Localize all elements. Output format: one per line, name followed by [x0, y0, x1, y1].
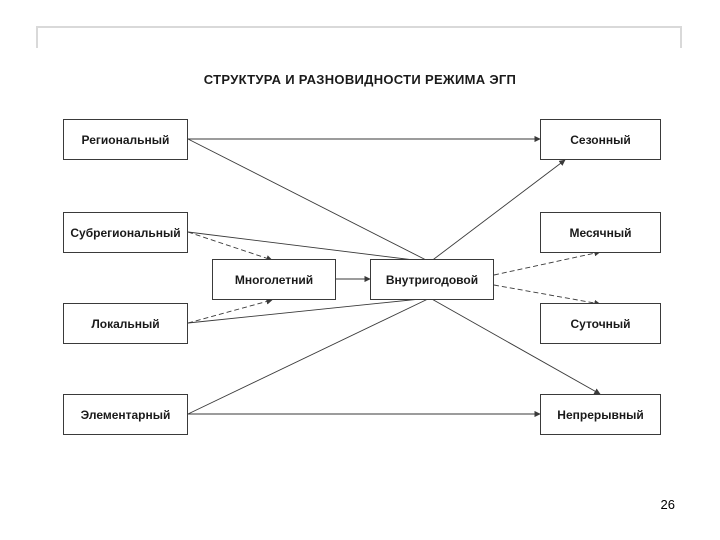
box-subregional: Субрегиональный: [63, 212, 188, 253]
arrow-intraannual-monthly: [493, 250, 601, 276]
line-local-hub: [187, 297, 431, 324]
page-number: 26: [660, 497, 675, 512]
box-local: Локальный: [63, 303, 188, 344]
arrow-intraannual-daily: [493, 284, 601, 307]
box-daily: Суточный: [540, 303, 661, 344]
arrow-hub-continuous: [429, 297, 601, 395]
box-monthly: Месячный: [540, 212, 661, 253]
box-seasonal: Сезонный: [540, 119, 661, 160]
box-intraannual: Внутригодовой: [370, 259, 494, 300]
box-perennial: Многолетний: [212, 259, 336, 300]
box-continuous: Непрерывный: [540, 394, 661, 435]
scan-edge-top: [36, 26, 682, 28]
arrow-local-perennial: [187, 298, 273, 324]
line-subregional-hub: [187, 231, 431, 263]
diagram-title: СТРУКТУРА И РАЗНОВИДНОСТИ РЕЖИМА ЭГП: [203, 72, 517, 87]
box-regional: Региональный: [63, 119, 188, 160]
arrow-hub-seasonal: [429, 159, 566, 263]
scan-edge-left: [36, 26, 38, 48]
scan-edge-right: [680, 26, 682, 48]
line-regional-hub: [187, 138, 431, 263]
box-elementary: Элементарный: [63, 394, 188, 435]
arrow-subregional-perennial: [187, 231, 273, 262]
line-elementary-hub: [187, 297, 431, 415]
